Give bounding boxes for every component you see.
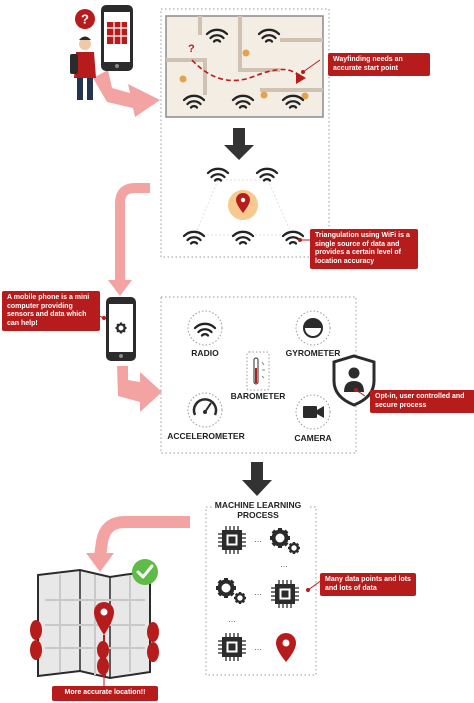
callout-triangulation: Triangulation using WiFi is a single sou… — [310, 229, 418, 269]
check-badge — [132, 559, 158, 585]
barometer-label: BAROMETER — [231, 391, 286, 401]
gear-icon — [268, 526, 292, 550]
gyrometer-icon — [304, 319, 322, 328]
shield-icon — [332, 354, 376, 407]
checkmark-icon — [136, 564, 154, 579]
pink-arrow-to-phone — [115, 183, 150, 282]
ml-panel — [205, 506, 317, 676]
ml-title-line2: PROCESS — [237, 510, 279, 520]
callout-data-points: Many data points and lots and lots of da… — [320, 573, 416, 596]
route-line — [191, 59, 301, 82]
gear-icon — [214, 576, 238, 600]
ml-grid: ... ... ... ... ... — [214, 525, 302, 662]
sensor-gyrometer: GYROMETER — [286, 310, 341, 358]
gear-icon — [232, 590, 248, 606]
chip-icon — [270, 579, 300, 609]
pink-arrow-person-to-map — [93, 70, 160, 117]
wifi-icon — [255, 167, 279, 182]
sensor-radio: RADIO — [187, 310, 223, 358]
gyrometer-label: GYROMETER — [286, 348, 341, 358]
location-pin-icon — [94, 602, 114, 635]
question-mark: ? — [81, 12, 89, 27]
sensor-camera: CAMERA — [294, 394, 332, 443]
camera-label: CAMERA — [294, 433, 331, 443]
chip-icon — [217, 525, 247, 555]
final-folded-map — [30, 568, 159, 680]
wayfinding-panel — [160, 8, 330, 258]
ml-ellipsis: ... — [280, 559, 288, 569]
ml-ellipsis: ... — [254, 534, 262, 544]
ml-ellipsis: ... — [254, 642, 262, 652]
ml-ellipsis: ... — [254, 587, 262, 597]
floor-map: ? — [165, 15, 324, 118]
sensor-accelerometer: ACCELEROMETER — [167, 392, 245, 441]
pink-arrow-to-map — [94, 516, 190, 557]
pink-arrow-head-to-map — [86, 553, 114, 572]
callout-mobile-phone: A mobile phone is a mini computer provid… — [2, 291, 100, 331]
camera-icon — [317, 406, 324, 418]
wifi-icon — [206, 167, 230, 182]
map-question-marker: ? — [188, 43, 195, 55]
pink-arrow-head-to-phone — [108, 280, 132, 296]
radio-label: RADIO — [191, 348, 219, 358]
location-pin-icon — [236, 193, 250, 213]
location-pin-icon — [276, 633, 296, 662]
dark-arrow-1 — [224, 128, 254, 160]
wifi-icon — [182, 230, 206, 245]
ml-ellipsis: ... — [228, 614, 236, 624]
phone-with-gears — [106, 297, 136, 361]
pink-arrow-phone-to-sensors — [117, 366, 162, 412]
wifi-icon — [231, 230, 255, 245]
chip-icon — [217, 632, 247, 662]
callout-result: More accurate location!! — [52, 686, 158, 701]
dark-arrow-2 — [242, 462, 272, 496]
triangulation-diagram — [182, 167, 305, 245]
barometer-icon — [261, 361, 265, 379]
callout-opt-in: Opt-in, user controlled and secure proce… — [370, 390, 474, 413]
ml-title-line1: MACHINE LEARNING — [215, 500, 302, 510]
gear-icon — [286, 540, 302, 556]
person-with-phone: ? — [70, 9, 96, 100]
accelerometer-label: ACCELEROMETER — [167, 431, 244, 441]
sensor-barometer: BAROMETER — [231, 351, 286, 401]
phone-with-map — [101, 5, 133, 71]
callout-wayfinding: Wayfinding needs an accurate start point — [328, 53, 430, 76]
